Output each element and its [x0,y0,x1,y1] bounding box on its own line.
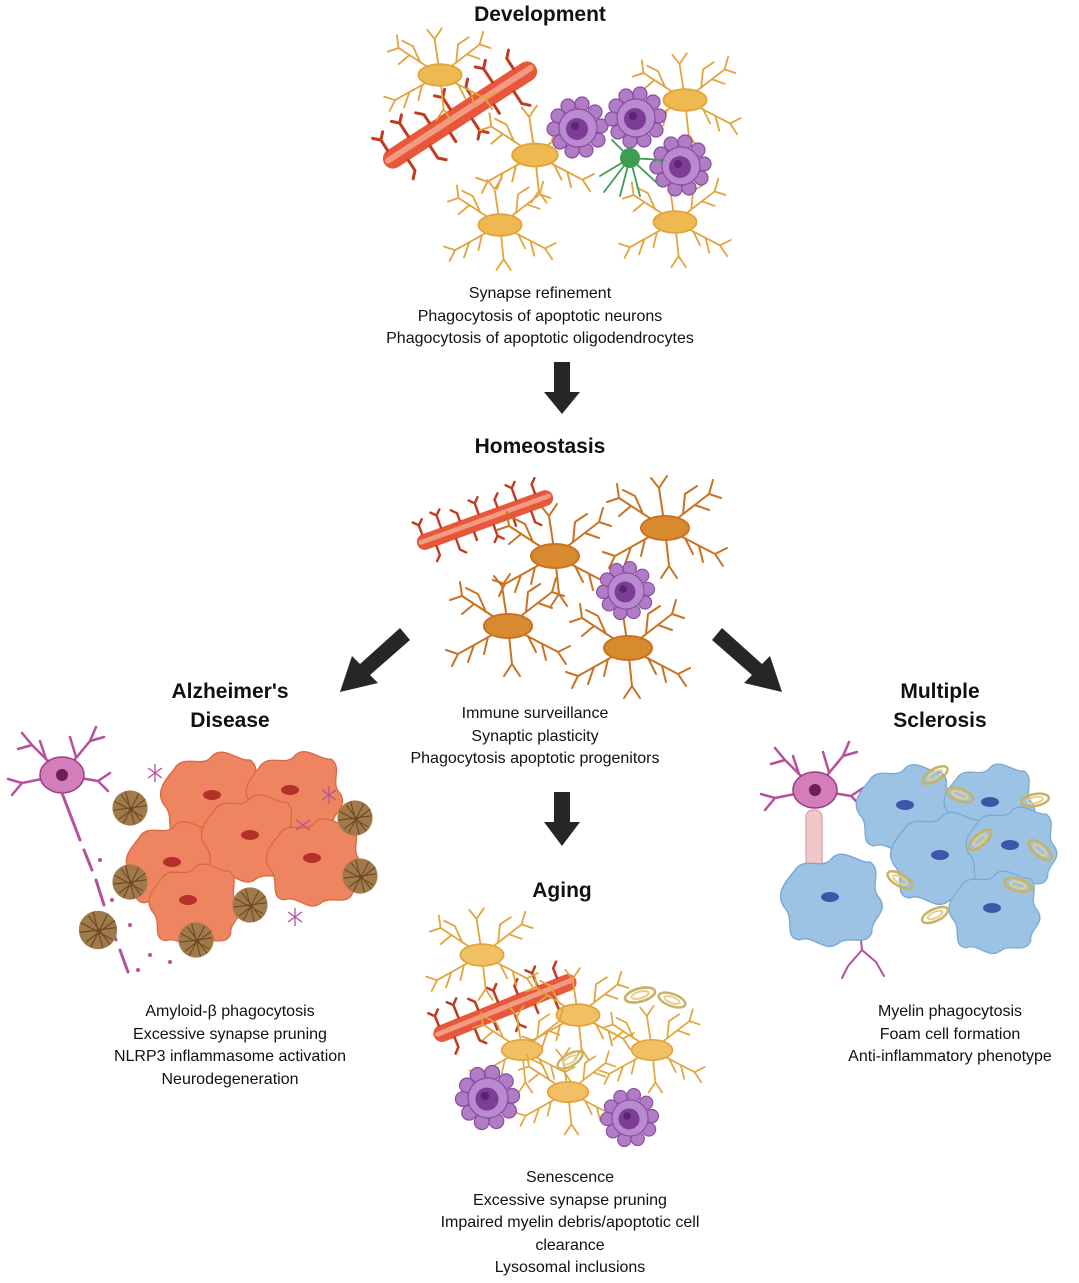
amyloid-plaque-5 [341,857,379,895]
alzheimers-illustration [6,725,379,974]
development-title: Development [474,3,606,26]
ms-illustration [759,740,1058,979]
synapse-fragments [147,764,337,926]
alzheimers-title: Alzheimer's Disease [130,677,330,735]
development-line-1: Synapse refinement [468,285,612,302]
aging-illustration [422,907,706,1148]
development-apoptotic-cell-3 [649,134,712,197]
alzheimers-title-line-2: Disease [190,709,270,732]
development-illustration [365,27,742,271]
arrow-homeostasis-to-aging [544,792,580,846]
homeostasis-line-3: Phagocytosis apoptotic progenitors [410,750,660,767]
aging-apoptotic-cell-1 [454,1064,521,1131]
aging-line-4: clearance [535,1236,605,1254]
homeostasis-line-2: Synaptic plasticity [471,727,599,745]
alzheimers-description: Amyloid-β phagocytosis Excessive synapse… [80,1001,380,1091]
development-line-2: Phagocytosis of apoptotic neurons [417,307,663,325]
homeostasis-microglia-2 [602,475,728,579]
alzheimers-line-4: Neurodegeneration [161,1070,299,1088]
aging-title: Aging [532,879,592,902]
arrow-development-to-homeostasis [544,362,580,414]
ms-line-3: Anti-inflammatory phenotype [848,1048,1052,1065]
aging-apoptotic-cell-2 [599,1087,660,1148]
alzheimers-line-2: Excessive synapse pruning [133,1025,327,1043]
amyloid-plaque-3 [231,886,269,924]
homeostasis-microglia-3 [445,573,571,677]
aging-line-2: Excessive synapse pruning [473,1191,667,1209]
development-blood-vessel [365,37,554,191]
alzheimers-line-1: Amyloid-β phagocytosis [145,1003,315,1020]
homeostasis-apoptotic-cell [595,560,656,621]
aging-line-5: Lysosomal inclusions [494,1259,646,1276]
ms-nuclei [821,797,1019,913]
homeostasis-illustration [407,470,728,699]
development-description: Synapse refinement Phagocytosis of apopt… [290,283,790,351]
aging-myelin-debris-2 [655,988,689,1012]
amyloid-plaque-4 [336,799,374,837]
amyloid-plaque-6 [78,910,118,950]
ms-title-line-2: Sclerosis [893,709,987,732]
amyloid-plaque-2 [111,863,149,901]
development-line-3: Phagocytosis of apoptotic oligodendrocyt… [386,330,694,347]
aging-line-1: Senescence [525,1169,615,1186]
aging-description: Senescence Excessive synapse pruning Imp… [420,1167,720,1280]
ms-line-2: Foam cell formation [879,1025,1021,1043]
ms-title-line-1: Multiple [900,680,980,703]
homeostasis-title: Homeostasis [474,435,606,458]
aging-microglia-3 [598,1004,706,1094]
alzheimers-line-3: NLRP3 inflammasome activation [113,1048,347,1065]
alzheimers-neuron [6,725,172,974]
ms-line-1: Myelin phagocytosis [877,1003,1023,1020]
development-apoptotic-cell-2 [604,86,667,149]
myelin-debris-7 [918,902,952,928]
arrow-homeostasis-to-ms [712,628,782,692]
homeostasis-description: Immune surveillance Synaptic plasticity … [335,703,735,771]
multiple-sclerosis-title: Multiple Sclerosis [840,677,1040,735]
oligodendrocyte [599,139,665,197]
arrow-homeostasis-to-alzheimers [340,628,410,692]
ms-description: Myelin phagocytosis Foam cell formation … [800,1001,1079,1069]
aging-microglia-1 [425,907,539,1001]
ad-nuclei [163,785,321,905]
aging-line-3: Impaired myelin debris/apoptotic cell [440,1214,700,1231]
amyloid-plaque-1 [111,789,149,827]
alzheimers-title-line-1: Alzheimer's [171,680,289,703]
flow-arrows [340,362,782,846]
homeostasis-line-1: Immune surveillance [461,705,609,722]
amyloid-plaque-7 [177,921,215,959]
development-apoptotic-cell-1 [546,96,609,159]
